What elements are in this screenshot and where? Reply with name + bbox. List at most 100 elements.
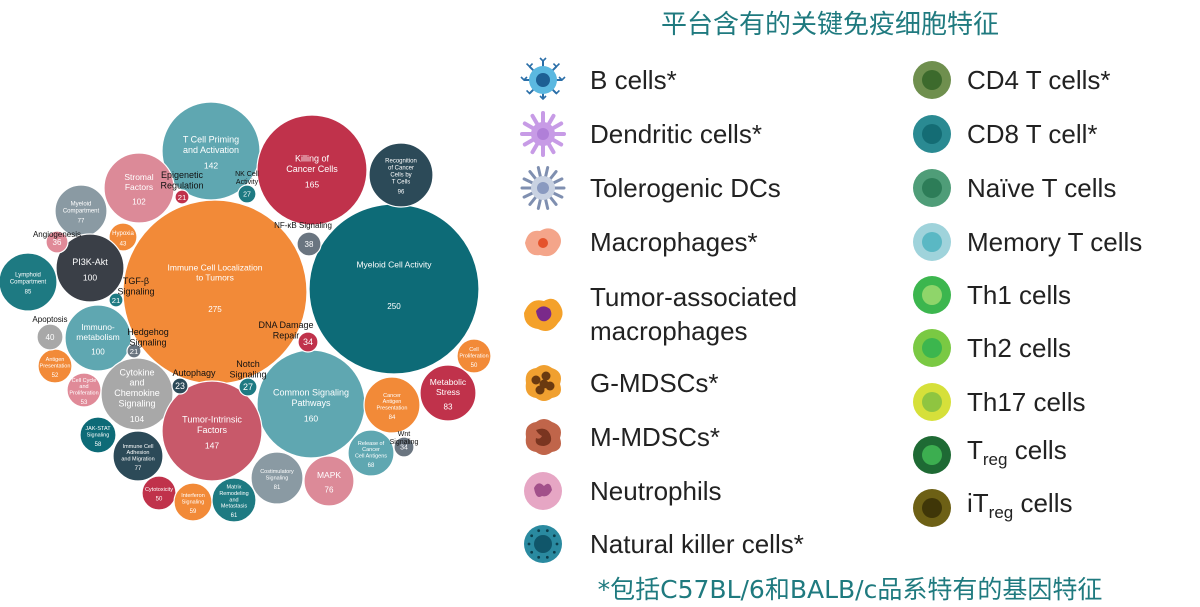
bubble-label-hedgehog-signaling: Hedgehog xyxy=(127,327,169,337)
bubble-value-common-signaling: 160 xyxy=(304,414,319,424)
bubble-value-myeloid-cell-activity: 250 xyxy=(387,302,401,311)
bubble-label-recognition-of-cancer-cells: Cells by xyxy=(390,172,411,178)
bubble-label-costimulatory-signaling: Costimulatory xyxy=(260,469,294,475)
bubble-label-immunometabolism: metabolism xyxy=(76,332,119,342)
th1-cell-icon-wrap xyxy=(909,272,955,318)
bubble-label-tumor-intrinsic: Factors xyxy=(197,425,228,435)
bubble-circle-killing-of-cancer-cells xyxy=(256,114,368,226)
bubble-value-epigenetic-regulation: 21 xyxy=(178,193,187,202)
legend-item-dendritic-cells: Dendritic cells* xyxy=(520,111,762,157)
bubble-label-recognition-of-cancer-cells: of Cancer xyxy=(388,165,414,171)
bubble-value-hedgehog-signaling: 21 xyxy=(130,347,139,356)
bubble-label-cell-proliferation: Proliferation xyxy=(459,353,488,359)
bubble-value-cytotoxicity: 50 xyxy=(156,497,163,503)
bubble-value-lymphoid-compartment: 85 xyxy=(25,290,32,296)
legend-item-tam: Tumor-associated macrophages xyxy=(520,280,850,348)
bubble-label-immune-cell-adhesion: Immune Cell xyxy=(123,444,154,450)
bubble-value-tgf-beta: 21 xyxy=(112,296,121,305)
bubble-label-jak-stat: JAK-STAT xyxy=(85,426,111,432)
bubble-label-wnt-signaling: Wnt xyxy=(398,431,411,438)
bubble-label-dna-damage-repair: DNA Damage xyxy=(258,320,313,330)
bubble-label-metabolic-stress: Stress xyxy=(436,387,460,397)
legend-label-nk-cells: Natural killer cells* xyxy=(590,529,804,559)
bubble-label-myeloid-compartment: Compartment xyxy=(63,208,100,214)
bubble-circle-nfkb-signaling xyxy=(296,231,322,257)
m-mdsc-icon-wrap xyxy=(520,414,566,460)
bubble-value-wnt-signaling: 34 xyxy=(400,444,408,451)
legend-item-cd4: CD4 T cells* xyxy=(909,57,1111,103)
bubble-label-apoptosis: Apoptosis xyxy=(32,315,67,324)
neutrophil-icon-wrap xyxy=(520,468,566,514)
bubble-label-cancer-antigen-presentation: Antigen xyxy=(383,399,402,405)
tolerogenic-dc-icon-wrap xyxy=(520,165,566,211)
bubble-label-cell-cycle: Cell Cycle xyxy=(72,378,97,384)
bubble-value-metabolic-stress: 83 xyxy=(444,403,453,412)
legend-label-dendritic-cells: Dendritic cells* xyxy=(590,119,762,149)
tumor-associated-macrophage-icon xyxy=(524,298,563,331)
legend-item-cd8: CD8 T cell* xyxy=(909,111,1098,157)
bubble-cytotoxicity: Cytotoxicity 50 xyxy=(141,475,177,511)
legend-label-sub: reg xyxy=(988,503,1014,523)
bubble-value-notch-signaling: 27 xyxy=(243,382,253,392)
bubble-circle-immunometabolism xyxy=(64,304,132,372)
bubble-label-release-of-cancer-cell-antigens: Cell Antigens xyxy=(355,453,387,459)
legend-label-tail: cells xyxy=(1007,434,1067,465)
legend-item-itreg: iTreg cells xyxy=(909,485,1073,531)
bubble-value-cell-cycle: 53 xyxy=(81,400,88,406)
legend-label-main: T xyxy=(967,434,983,465)
bubble-label-interferon-signaling: Signaling xyxy=(182,499,205,505)
bubble-label-killing-of-cancer-cells: Killing of xyxy=(295,154,330,164)
legend-item-th2: Th2 cells xyxy=(909,325,1071,371)
bubble-value-pi3k-akt: 100 xyxy=(83,272,98,282)
bubble-label-antigen-presentation: Presentation xyxy=(40,363,71,369)
bubble-circle-stromal-factors xyxy=(103,152,175,224)
b-cell-icon xyxy=(520,57,566,101)
bubble-label-cytotoxicity: Cytotoxicity xyxy=(145,487,173,493)
bubble-circle-recognition-of-cancer-cells xyxy=(368,142,434,208)
bubble-label-pi3k-akt: PI3K-Akt xyxy=(72,257,108,267)
legend-label-macrophages: Macrophages* xyxy=(590,227,758,257)
m-mdsc-icon xyxy=(525,419,561,455)
bubble-circle-hedgehog-signaling xyxy=(126,343,142,359)
legend-label-neutrophils: Neutrophils xyxy=(590,476,722,506)
bubble-circle-epigenetic-regulation xyxy=(174,189,190,205)
bubble-value-angiogenesis: 36 xyxy=(53,238,62,247)
bubble-label-release-of-cancer-cell-antigens: Release of xyxy=(358,441,385,447)
bubble-label-t-cell-priming: T Cell Priming xyxy=(183,135,239,145)
legend-item-treg: Treg cells xyxy=(909,432,1067,478)
bubble-label-notch-signaling: Notch xyxy=(236,359,260,369)
page-title: 平台含有的关键免疫细胞特征 xyxy=(660,10,999,40)
legend-item-tolerogenic-dcs: Tolerogenic DCs xyxy=(520,165,781,211)
bubble-label-cancer-antigen-presentation: Presentation xyxy=(377,405,408,411)
bubble-pi3k-akt: PI3K-Akt 100 xyxy=(55,233,125,303)
treg-cell-icon xyxy=(913,436,951,474)
bubble-value-jak-stat: 58 xyxy=(95,442,102,448)
g-mdsc-icon-wrap xyxy=(520,360,566,406)
bubble-circle-pi3k-akt xyxy=(55,233,125,303)
legend-item-th17: Th17 cells xyxy=(909,379,1086,425)
bubble-label-dna-damage-repair: Repair xyxy=(273,330,300,340)
bubble-label-common-signaling: Common Signaling xyxy=(273,388,349,398)
macrophage-icon xyxy=(525,228,561,257)
bubble-label-cytokine-chemokine: Chemokine xyxy=(114,388,160,398)
nk-cell-icon-wrap xyxy=(520,521,566,567)
b-cell-icon-wrap xyxy=(520,57,566,103)
bubble-label-wnt-signaling: Signaling xyxy=(390,439,419,446)
bubble-value-recognition-of-cancer-cells: 96 xyxy=(398,190,405,196)
bubble-value-immune-cell-localization: 275 xyxy=(208,305,222,314)
bubble-circle-release-of-cancer-cell-antigens xyxy=(347,429,395,477)
